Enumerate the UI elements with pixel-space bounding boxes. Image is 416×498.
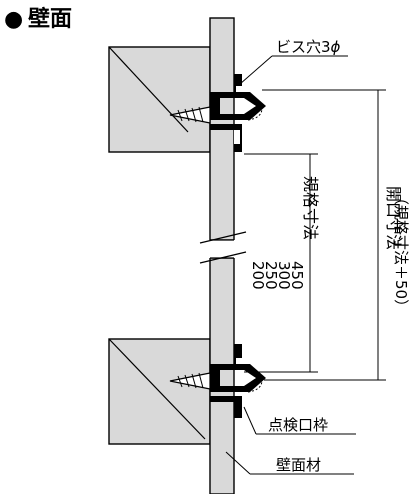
lower-stud-block [108, 338, 211, 445]
heading-bullet: ● [4, 7, 23, 32]
lower-screw [169, 370, 220, 390]
opening-size-label: 開口寸法 [384, 186, 403, 250]
standard-dimension-line [244, 153, 318, 373]
wall-material-label: 壁面材 [276, 456, 321, 474]
standard-size-label: 規格寸法 [301, 176, 320, 240]
inspection-frame-leader [243, 406, 356, 435]
lower-frame-profile [210, 344, 266, 418]
size-value-450: 450 [288, 261, 306, 290]
size-value-300: 300 [275, 261, 293, 290]
size-value-250: 250 [262, 261, 280, 290]
upper-frame-profile [210, 74, 266, 152]
size-value-200: 200 [249, 261, 267, 290]
opening-dimension-line [262, 89, 386, 381]
inspection-frame-label: 点検口枠 [268, 416, 328, 434]
wall-material-leader [225, 451, 354, 475]
page-title: 壁面 [28, 6, 72, 32]
screw-hole-leader [239, 55, 348, 85]
upper-screw [169, 98, 220, 124]
screw-hole-label: ビス穴3ϕ [276, 38, 341, 56]
opening-formula-label: （規格寸法＋50） [392, 190, 410, 314]
break-mark [199, 231, 247, 264]
upper-stud-block [108, 46, 211, 153]
